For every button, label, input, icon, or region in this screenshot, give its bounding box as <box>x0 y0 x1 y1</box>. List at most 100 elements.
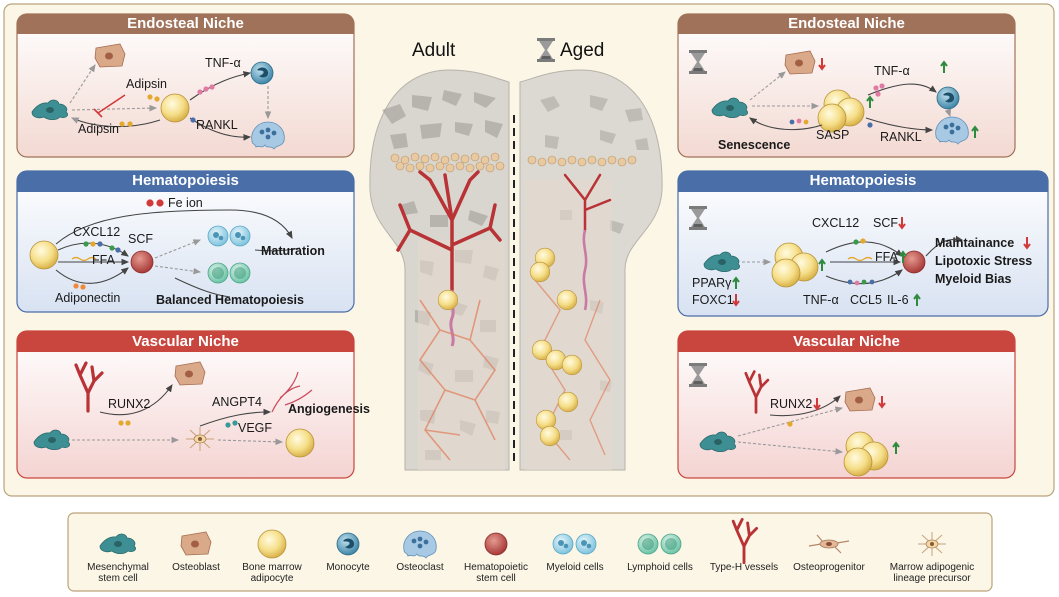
left-vasc-vegf: VEGF <box>238 421 273 435</box>
adipocyte-aged-9 <box>539 425 561 447</box>
left-endo-rankl: RANKL <box>196 118 238 132</box>
adipocyte-aged-7 <box>557 391 579 413</box>
left-vascular-panel <box>16 330 355 479</box>
legend-lymphoid-icon <box>660 533 682 555</box>
legend-label-osteoprogenitor: Osteoprogenitor <box>793 562 865 573</box>
right-hema-ccl5: CCL5 <box>850 293 882 307</box>
right-endo-senescence: Senescence <box>718 138 791 152</box>
adipocyte-icon <box>29 240 59 270</box>
left-vasc-runx2: RUNX2 <box>108 397 151 411</box>
left-hematopoiesis-panel <box>16 170 355 313</box>
adipocyte-adult-1 <box>437 289 459 311</box>
right-hema-il6: IL-6 <box>887 293 909 307</box>
adipocyte-aged-2 <box>529 261 551 283</box>
legend-monocyte-icon <box>336 532 360 556</box>
right-hematopoiesis-panel <box>677 170 1049 317</box>
type-h-vessels-adult <box>396 170 502 292</box>
helix-vessel-aged <box>582 229 588 311</box>
right-hema-ffa-up-arrow-icon <box>899 250 907 263</box>
osteoblast-icon <box>94 43 126 68</box>
osteoblast-icon <box>844 387 876 412</box>
adipocyte-icon <box>843 447 873 477</box>
right-hema-lipotoxic: Lipotoxic Stress <box>935 254 1033 268</box>
right-hema-ppar-up-arrow-icon <box>732 276 740 289</box>
left-vascular-title: Vascular Niche <box>132 333 239 350</box>
legend-hsc-icon <box>484 532 508 556</box>
myeloid-cell-icon <box>229 225 251 247</box>
right-hema-ppar: PPARγ <box>692 276 732 290</box>
right-hema-maintainance-down-arrow-icon <box>1023 237 1031 250</box>
legend-myeloid-icon <box>575 533 597 555</box>
right-hema-foxc1-down-arrow-icon <box>732 294 740 307</box>
marrow-cavity-aged <box>525 180 612 470</box>
right-vascular-panel <box>677 330 1016 479</box>
legend-label-osteoblast: Osteoblast <box>172 562 220 573</box>
left-endosteal-panel <box>16 13 355 158</box>
legend-label-msc: Mesenchymal stem cell <box>87 562 149 584</box>
right-hema-foxc1: FOXC1 <box>692 293 734 307</box>
monocyte-icon <box>936 86 960 110</box>
left-endo-tnf: TNF-α <box>205 56 241 70</box>
adipocyte-aged-6 <box>561 354 583 376</box>
osteoclast-icon <box>251 121 285 150</box>
osteoclast-icon <box>935 116 969 145</box>
left-hema-balanced: Balanced Hematopoiesis <box>156 293 304 307</box>
legend-label-lymphoid: Lymphoid cells <box>627 562 693 573</box>
monocyte-icon <box>250 61 274 85</box>
right-vasc-runx2-down-arrow-icon <box>813 398 821 411</box>
legend-label-malp: Marrow adipogenic lineage precursor <box>889 562 975 584</box>
right-hematopoiesis-title: Hematopoiesis <box>809 172 917 189</box>
legend-label-vessels: Type-H vessels <box>709 562 779 573</box>
left-vasc-angiogenesis: Angiogenesis <box>288 402 370 416</box>
right-hema-scf-down-arrow-icon <box>898 217 906 230</box>
legend-label-adipocyte: Bone marrow adipocyte <box>242 562 302 584</box>
lymphoid-cell-icon <box>207 262 229 284</box>
adipocyte-icon <box>285 428 315 458</box>
vessel-network-adult <box>419 299 496 461</box>
aged-label: Aged <box>560 40 605 61</box>
left-hema-cxcl12: CXCL12 <box>73 225 121 239</box>
left-endo-adipsin-bottom: Adipsin <box>78 122 119 136</box>
adult-label: Adult <box>412 40 456 61</box>
right-hema-maintainance: Maintainance <box>935 236 1015 250</box>
left-hema-adiponectin: Adiponectin <box>55 291 121 305</box>
growth-plate-adult <box>390 152 505 173</box>
left-hema-fe-ion: Fe ion <box>168 196 203 210</box>
hsc-icon <box>130 250 154 274</box>
left-hematopoiesis-title: Hematopoiesis <box>132 172 239 189</box>
left-vasc-angpt4: ANGPT4 <box>212 395 263 409</box>
legend-adipocyte-icon <box>257 529 287 559</box>
legend-osteoclast-icon <box>403 530 437 559</box>
adipocyte-icon <box>771 258 801 288</box>
adipocyte-aged-3 <box>556 289 578 311</box>
legend-label-osteoclast: Osteoclast <box>396 562 444 573</box>
right-endosteal-panel <box>677 13 1016 158</box>
adipocyte-icon <box>160 93 190 123</box>
right-hema-cxcl12: CXCL12 <box>812 216 860 230</box>
right-hema-tnf: TNF-α <box>803 293 839 307</box>
right-hema-ffa: FFA <box>875 250 898 264</box>
legend-lymphoid-icon <box>637 533 659 555</box>
right-endo-tnf: TNF-α <box>874 64 910 78</box>
legend-osteoblast-icon <box>180 531 212 556</box>
right-vascular-title: Vascular Niche <box>793 333 900 350</box>
right-endosteal-title: Endosteal Niche <box>788 15 905 32</box>
right-hema-il6-up-arrow-icon <box>913 293 921 306</box>
left-hema-maturation: Maturation <box>261 244 325 258</box>
myeloid-cell-icon <box>207 225 229 247</box>
legend-myeloid-icon <box>552 533 574 555</box>
legend-label-monocyte: Monocyte <box>326 562 370 573</box>
right-vasc-runx2: RUNX2 <box>770 397 813 411</box>
bone-illustration <box>369 69 663 471</box>
right-endo-sasp: SASP <box>816 128 850 142</box>
left-endosteal-title: Endosteal Niche <box>127 15 244 32</box>
osteoblast-icon <box>174 361 206 386</box>
legend-label-myeloid: Myeloid cells <box>546 562 604 573</box>
type-h-vessels-aged <box>563 173 612 232</box>
lymphoid-cell-icon <box>229 262 251 284</box>
left-hema-scf: SCF <box>128 232 153 246</box>
right-hema-myeloid-bias: Myeloid Bias <box>935 272 1012 286</box>
growth-plate-aged <box>527 155 637 167</box>
left-endo-adipsin-top: Adipsin <box>126 77 167 91</box>
